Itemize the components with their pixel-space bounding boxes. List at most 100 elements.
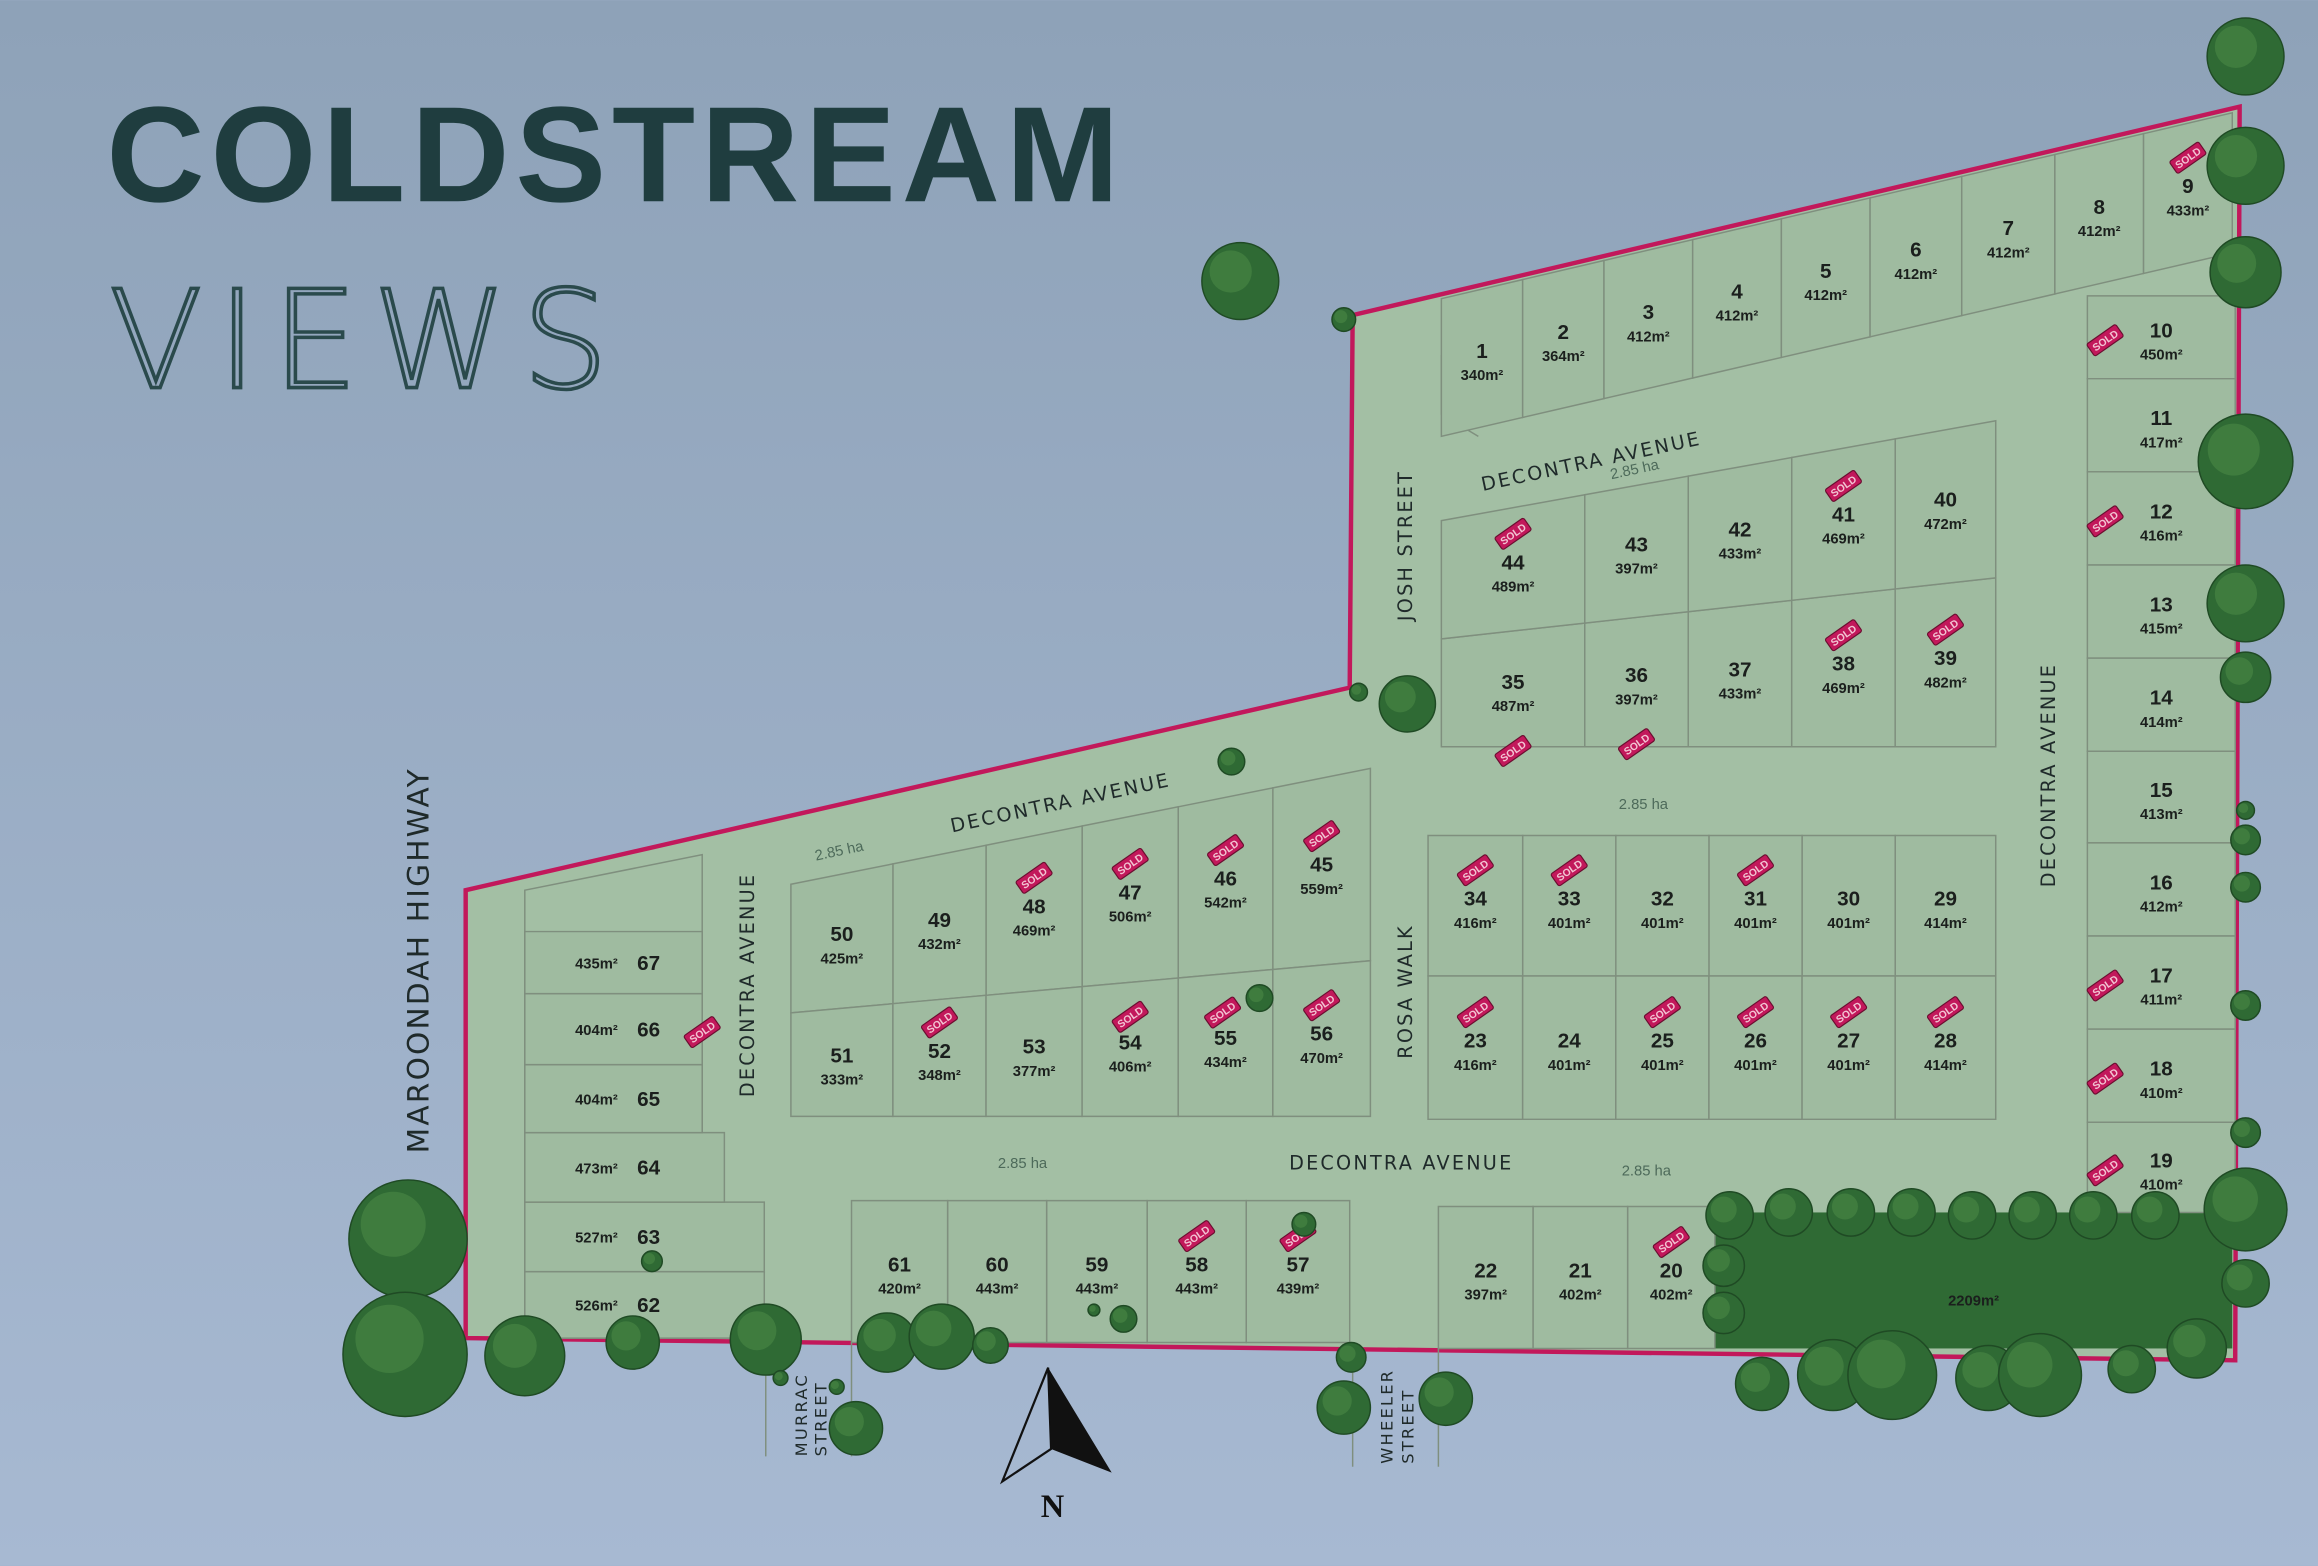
- lot-area: 412m²: [1716, 309, 1759, 325]
- street-wheeler-line2: STREET: [1398, 1388, 1417, 1463]
- lot-area: 401m²: [1548, 1058, 1591, 1074]
- lot-parcel[interactable]: [1272, 959, 1372, 1118]
- trees-layer: [342, 17, 2294, 1456]
- lot-number: 8: [2093, 196, 2105, 219]
- lot-number: 45: [1310, 854, 1333, 877]
- lot-area: 401m²: [1641, 1058, 1684, 1074]
- lot-number: 44: [1502, 551, 1526, 574]
- lot-area: 470m²: [1300, 1051, 1343, 1067]
- lot-number: 23: [1464, 1030, 1487, 1053]
- lot-area: 417m²: [2140, 435, 2183, 451]
- tree-highlight: [1351, 684, 1362, 695]
- lot-number: 15: [2150, 779, 2173, 802]
- lot-parcel[interactable]: [1440, 493, 1586, 640]
- lot-number: 50: [830, 923, 853, 946]
- lot-area: 410m²: [2140, 1178, 2183, 1194]
- tree-highlight: [1707, 1249, 1730, 1272]
- tree-highlight: [1384, 681, 1416, 713]
- tree-highlight: [830, 1380, 839, 1390]
- lot-parcel[interactable]: [524, 930, 703, 995]
- lot-15[interactable]: 15 413m²: [2086, 750, 2236, 844]
- lot-area: 439m²: [1277, 1282, 1320, 1298]
- sold-badge: SOLD: [2086, 1154, 2124, 1187]
- lot-parcel[interactable]: [1437, 1205, 1534, 1350]
- street-murrac-line2: STREET: [811, 1381, 830, 1456]
- lot-number: 30: [1837, 888, 1860, 911]
- page-title: COLDSTREAM: [106, 78, 1125, 230]
- lot-area: 333m²: [821, 1072, 864, 1088]
- lot-area: 413m²: [2140, 807, 2183, 823]
- area-label: 2.85 ha: [1619, 797, 1669, 813]
- tree-highlight: [1339, 1345, 1356, 1362]
- lot-area: 412m²: [1627, 329, 1670, 345]
- lot-area: 414m²: [1924, 1058, 1967, 1074]
- lot-parcel[interactable]: [524, 1131, 726, 1203]
- tree-highlight: [1334, 310, 1348, 324]
- lot-parcel[interactable]: [1427, 834, 1524, 977]
- lot-number: 46: [1214, 868, 1237, 891]
- lot-19[interactable]: 19 410m² SOLD: [2086, 1121, 2236, 1214]
- lot-area: 364m²: [1542, 349, 1585, 365]
- lot-number: 19: [2150, 1149, 2173, 1172]
